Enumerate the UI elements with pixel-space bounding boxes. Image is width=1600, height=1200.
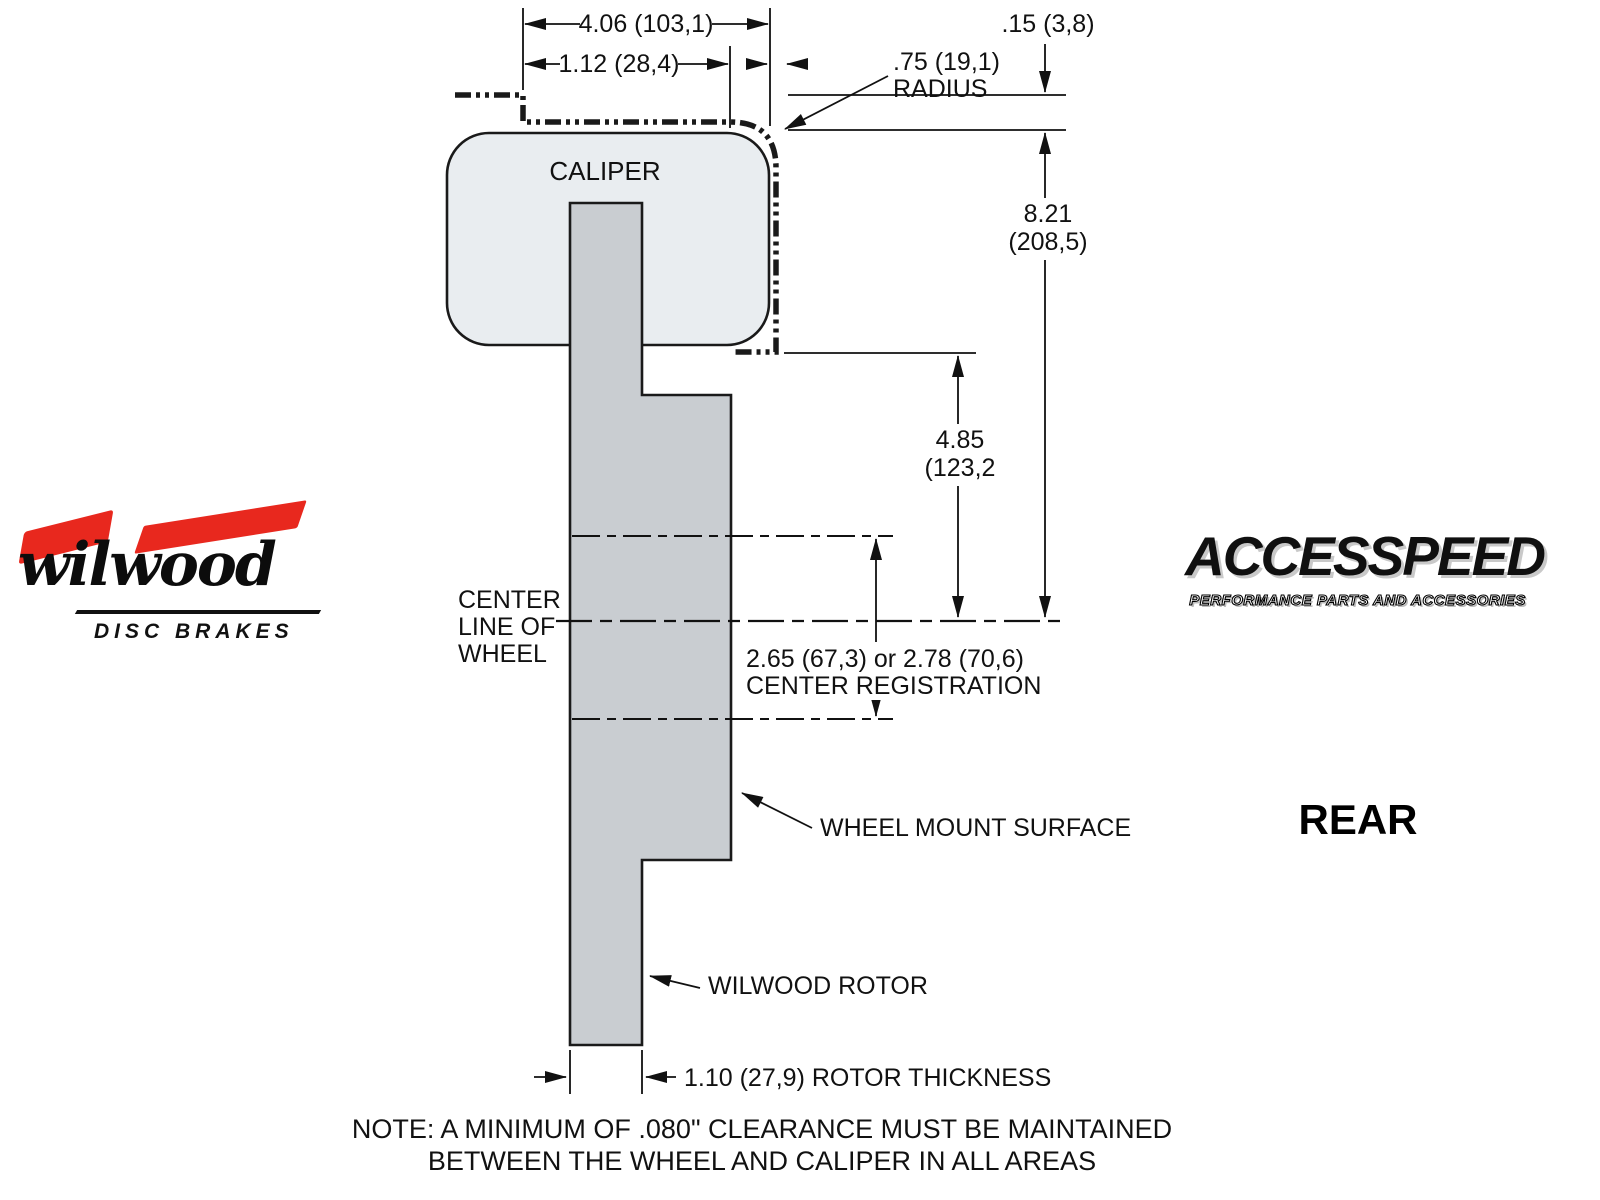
dim-overall-height-text-line1: 8.21 bbox=[1024, 200, 1073, 228]
note-line2: BETWEEN THE WHEEL AND CALIPER IN ALL ARE… bbox=[428, 1146, 1096, 1176]
accesspeed-wordmark: ACCESSPEED bbox=[1185, 525, 1546, 587]
extension-lines bbox=[522, 8, 1066, 1094]
centerline-label-line3: WHEEL bbox=[458, 640, 547, 668]
logo-underline bbox=[74, 610, 322, 614]
wheel-mount-label: WHEEL MOUNT SURFACE bbox=[820, 814, 1131, 842]
radius-text-line2: RADIUS bbox=[893, 75, 987, 103]
centerline-label-line2: LINE OF bbox=[458, 613, 555, 641]
leader-radius bbox=[784, 75, 889, 130]
registration-text-line1: 2.65 (67,3) or 2.78 (70,6) bbox=[746, 645, 1024, 673]
note-line1: NOTE: A MINIMUM OF .080" CLEARANCE MUST … bbox=[352, 1114, 1172, 1144]
thickness-label: 1.10 (27,9) ROTOR THICKNESS bbox=[684, 1064, 1051, 1092]
accesspeed-logo: ACCESSPEED PERFORMANCE PARTS AND ACCESSO… bbox=[1185, 524, 1546, 610]
wilwood-subtitle: DISC BRAKES bbox=[94, 620, 294, 643]
dim-mid-height-text-line2: (123,2 bbox=[925, 454, 996, 482]
dim-mid-height-text-line1: 4.85 bbox=[936, 426, 985, 454]
rotor-section bbox=[568, 201, 733, 1047]
leader-rotor bbox=[649, 975, 701, 989]
dim-overall-height-text-line2: (208,5) bbox=[1008, 228, 1087, 256]
accesspeed-subtitle: PERFORMANCE PARTS AND ACCESSORIES bbox=[1189, 591, 1526, 609]
mask bbox=[1002, 198, 1094, 260]
registration-text-line2: CENTER REGISTRATION bbox=[746, 672, 1041, 700]
rotor-label: WILWOOD ROTOR bbox=[708, 972, 928, 1000]
center-registration-lines bbox=[572, 535, 893, 720]
wilwood-logo: wilwood DISC BRAKES bbox=[18, 500, 328, 657]
wilwood-wordmark: wilwood bbox=[18, 530, 277, 600]
position-label: REAR bbox=[1298, 796, 1418, 843]
wheel-outline bbox=[455, 92, 779, 355]
dim-clearance-text: .15 (3,8) bbox=[1001, 10, 1094, 38]
mask bbox=[914, 424, 1006, 486]
leader-wheel-mount bbox=[741, 792, 813, 829]
dim-inner-width-text: 1.12 (28,4) bbox=[559, 50, 680, 78]
radius-text-line1: .75 (19,1) bbox=[893, 48, 1000, 76]
dim-top-width-text: 4.06 (103,1) bbox=[579, 10, 714, 38]
mask bbox=[742, 642, 1034, 700]
text-masks bbox=[742, 198, 1094, 700]
caliper-label: CALIPER bbox=[549, 156, 660, 186]
centerline-label-line1: CENTER bbox=[458, 586, 561, 614]
